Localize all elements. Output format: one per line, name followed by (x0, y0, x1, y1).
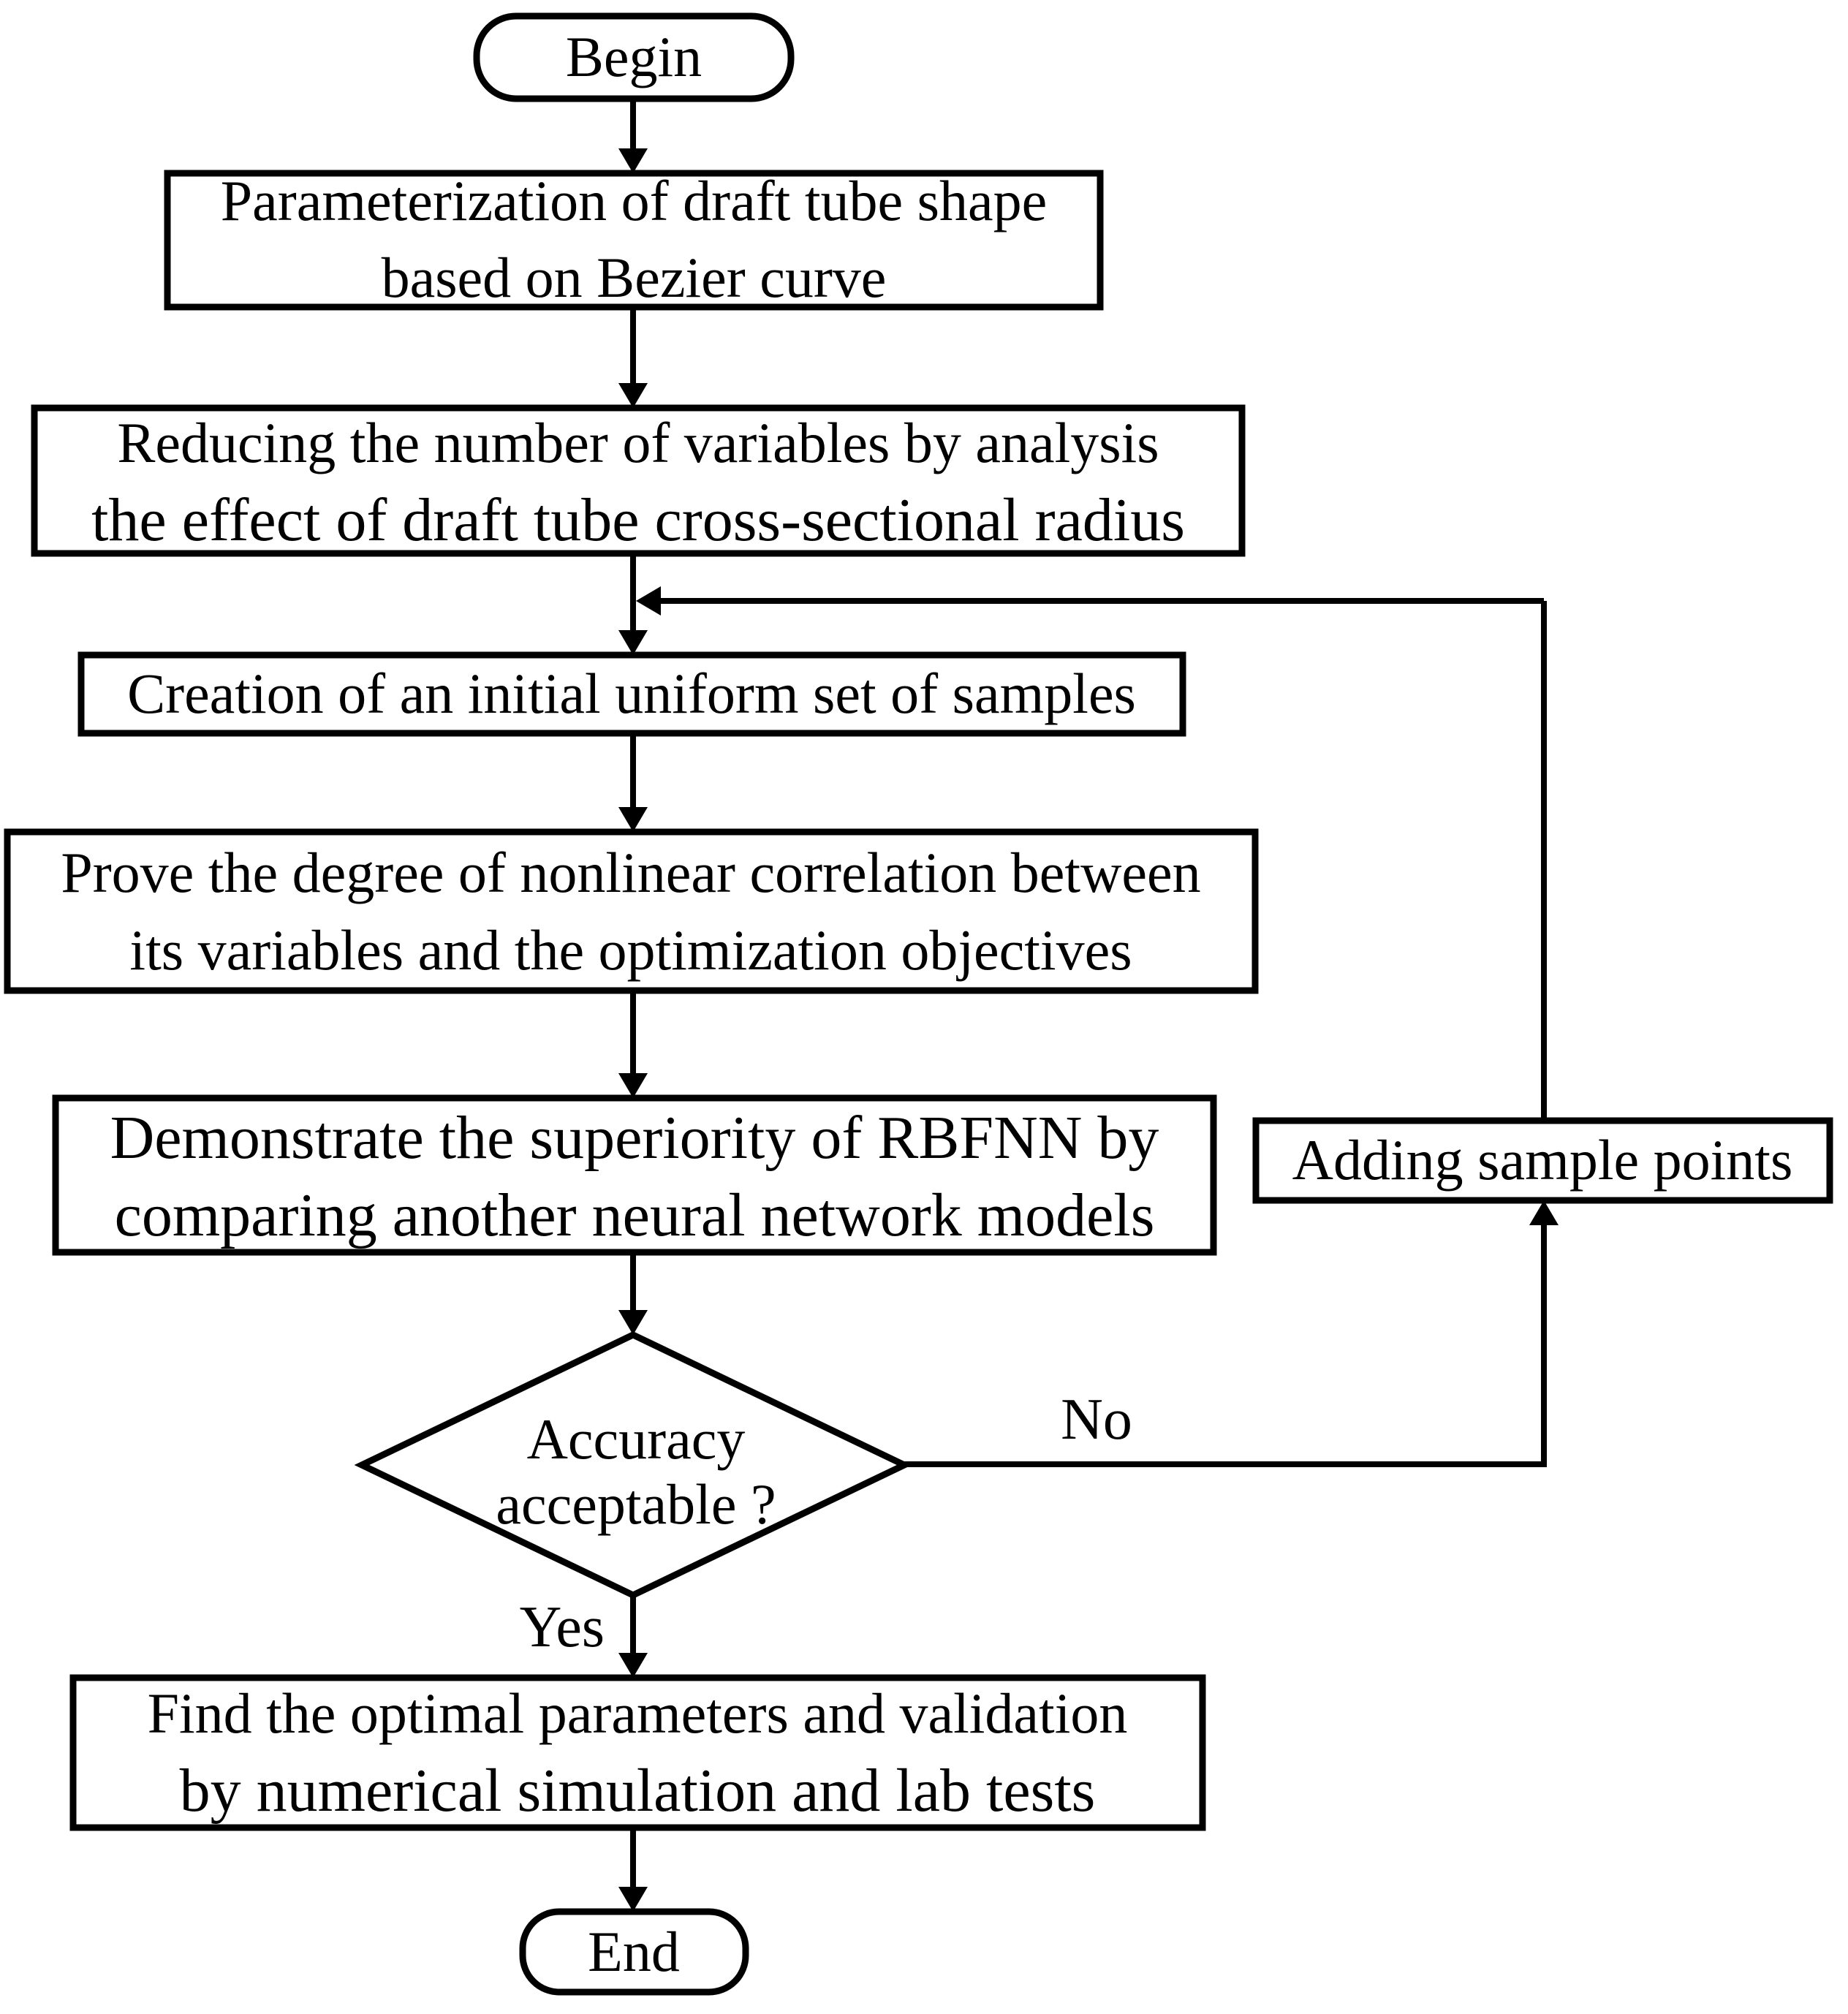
node-demonstrate: Demonstrate the superiority of RBFNN by … (52, 1094, 1217, 1256)
edge-prove-to-demonstrate (618, 991, 648, 1098)
process-shape (52, 1094, 1217, 1256)
arrowhead-left-icon (636, 586, 661, 616)
process-shape (31, 404, 1246, 557)
no-path-line (904, 1225, 1547, 1467)
node-find: Find the optimal parameters and validati… (69, 1674, 1206, 1831)
node-decision: Accuracy acceptable ? (354, 1331, 912, 1599)
demonstrate-line1: Demonstrate the superiority of RBFNN by (110, 1104, 1159, 1172)
edge-reducing-to-creation (618, 553, 648, 655)
demonstrate-line2: comparing another neural network models (115, 1181, 1155, 1249)
node-reducing: Reducing the number of variables by anal… (31, 404, 1246, 557)
edge-demonstrate-to-decision (618, 1252, 648, 1335)
yes-branch-label: Yes (520, 1595, 605, 1659)
arrowhead-down-icon (618, 1887, 648, 1912)
arrowhead-up-icon (1529, 1200, 1559, 1225)
decision-line2: acceptable ? (496, 1472, 776, 1536)
begin-label: Begin (566, 25, 702, 88)
arrowhead-down-icon (618, 630, 648, 655)
reducing-line1: Reducing the number of variables by anal… (117, 411, 1159, 474)
adding-line1: Adding sample points (1292, 1128, 1793, 1192)
arrowhead-down-icon (618, 148, 648, 173)
arrowhead-down-icon (618, 1310, 648, 1335)
process-shape (4, 828, 1259, 994)
edge-parameterization-to-reducing (618, 307, 648, 408)
prove-line1: Prove the degree of nonlinear correlatio… (61, 841, 1200, 904)
find-line2: by numerical simulation and lab tests (180, 1757, 1096, 1825)
arrowhead-down-icon (618, 1653, 648, 1678)
edge-find-to-end (618, 1828, 648, 1912)
node-end: End (519, 1908, 749, 1996)
node-creation: Creation of an initial uniform set of sa… (77, 651, 1186, 737)
edge-loop-junction (636, 586, 1544, 616)
parameterization-line1: Parameterization of draft tube shape (221, 169, 1048, 232)
label-no: No (1061, 1388, 1132, 1452)
node-begin: Begin (473, 12, 795, 102)
no-branch-label: No (1061, 1388, 1132, 1452)
reducing-line2: the effect of draft tube cross-sectional… (91, 486, 1185, 554)
arrowhead-down-icon (618, 383, 648, 408)
end-label: End (588, 1920, 680, 1983)
edge-begin-to-parameterization (618, 99, 648, 173)
process-shape (1252, 1117, 1833, 1204)
process-shape (69, 1674, 1206, 1831)
edge-decision-no-to-adding (904, 1200, 1559, 1467)
decision-line1: Accuracy (527, 1407, 746, 1471)
edge-creation-to-prove (618, 733, 648, 832)
terminator-shape (519, 1908, 749, 1996)
parameterization-line2: based on Bezier curve (382, 246, 887, 309)
node-parameterization: Parameterization of draft tube shape bas… (164, 169, 1104, 311)
arrowhead-down-icon (618, 1073, 648, 1098)
prove-line2: its variables and the optimization objec… (129, 918, 1132, 982)
process-shape (164, 170, 1104, 311)
find-line1: Find the optimal parameters and validati… (148, 1681, 1128, 1745)
process-shape (77, 651, 1186, 737)
label-yes: Yes (520, 1595, 605, 1659)
creation-line1: Creation of an initial uniform set of sa… (127, 662, 1136, 725)
terminator-shape (473, 12, 795, 102)
arrowhead-down-icon (618, 807, 648, 832)
node-adding: Adding sample points (1252, 1117, 1833, 1204)
node-prove: Prove the degree of nonlinear correlatio… (4, 828, 1259, 994)
decision-diamond-shape (354, 1331, 912, 1599)
edge-decision-yes-to-find (618, 1595, 648, 1678)
